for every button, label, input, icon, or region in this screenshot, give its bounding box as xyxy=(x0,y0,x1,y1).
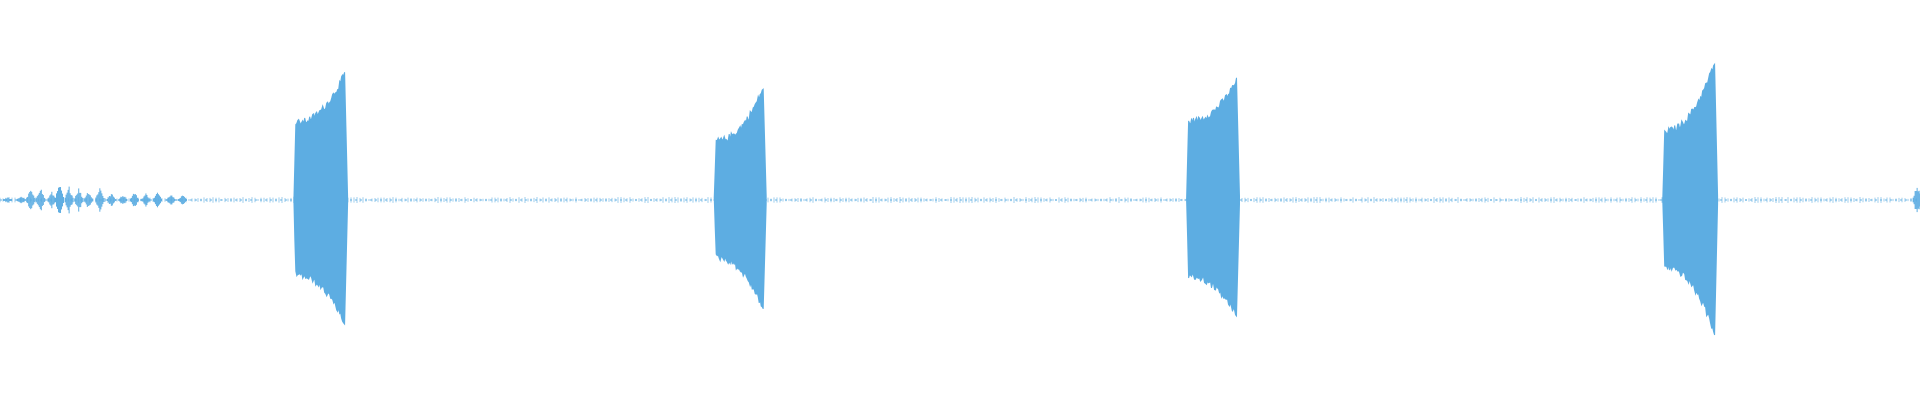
waveform-burst-envelope xyxy=(293,72,349,326)
waveform-baseline xyxy=(0,197,1920,203)
waveform-burst xyxy=(1662,62,1719,336)
waveform-burst-envelope xyxy=(1186,77,1240,318)
waveform-bursts xyxy=(293,62,1719,336)
waveform-burst xyxy=(293,72,349,326)
waveform-noise-blips xyxy=(3,186,1920,214)
waveform-burst-envelope xyxy=(713,88,767,310)
waveform-burst xyxy=(713,88,767,310)
waveform-burst-envelope xyxy=(1662,62,1719,336)
waveform-burst xyxy=(1186,77,1240,318)
